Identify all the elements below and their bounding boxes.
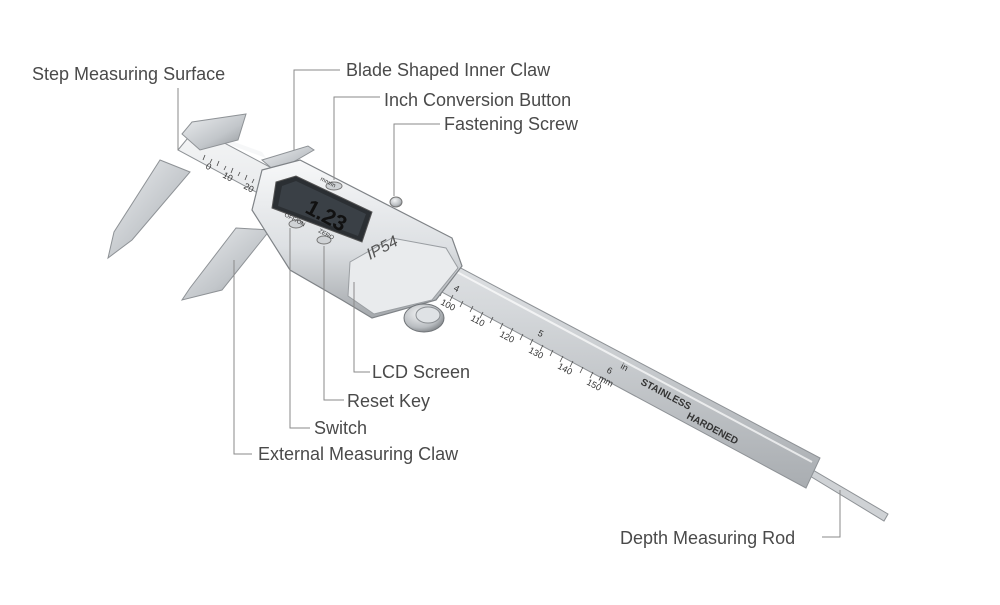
label-lcd-screen: LCD Screen [372,362,471,382]
leader-switch [289,228,310,429]
scale-mm-140: 140 [556,361,574,377]
leader-lines [177,69,841,538]
depth-measuring-rod [799,465,889,522]
scale-mm-10: 10 [221,170,235,184]
label-reset-key: Reset Key [347,391,431,411]
scale-in-4: 4 [452,283,461,294]
label-step-measuring-surface: Step Measuring Surface [32,64,226,84]
label-blade-shaped-inner-claw: Blade Shaped Inner Claw [346,60,551,80]
control-buttons: mm/in OFF/ON ZERO [283,176,343,245]
leader-lcd [353,282,370,373]
scale-in-6: 6 [605,365,614,376]
leader-reset [323,246,344,401]
label-depth-measuring-rod: Depth Measuring Rod [620,528,796,548]
inch-conversion-button[interactable] [325,181,343,191]
scale-mm-100: 100 [439,297,457,313]
scale-mm-110: 110 [469,313,486,329]
fastening-screw[interactable] [389,196,403,208]
unit-in-label: in [619,361,630,373]
leader-fastening-screw [393,123,440,196]
label-switch: Switch [314,418,368,438]
leader-depth-rod [822,490,841,538]
label-inch-conversion-button: Inch Conversion Button [384,90,572,110]
label-external-measuring-claw: External Measuring Claw [258,444,459,464]
label-fastening-screw: Fastening Screw [444,114,579,134]
scale-mm-130: 130 [527,345,545,361]
scale-in-5: 5 [536,328,545,339]
scale-mm-120: 120 [498,329,516,345]
scale-mm-0: 0 [204,161,213,172]
scale-mm-20: 20 [242,181,256,195]
leader-inch-button [333,96,380,180]
leader-blade-claw [293,69,340,150]
leader-external-claw [233,260,252,455]
switch-button[interactable] [288,219,304,229]
reset-key[interactable] [316,235,332,245]
thumb-wheel[interactable] [403,303,445,333]
